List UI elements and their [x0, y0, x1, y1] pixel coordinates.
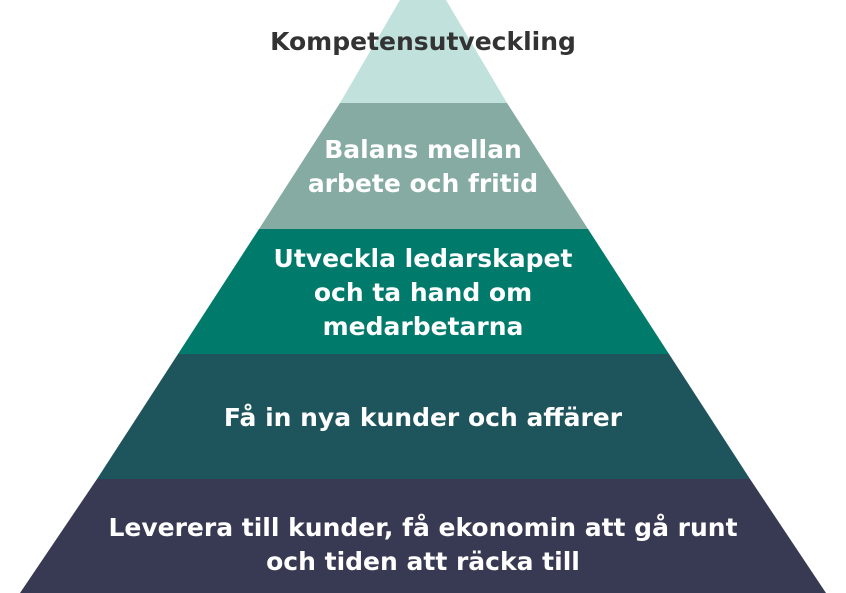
- tier-label-1: Kompetensutveckling: [270, 27, 576, 56]
- pyramid-tier-3: [178, 229, 669, 354]
- tier-label-5: Leverera till kunder, få ekonomin att gå…: [108, 513, 738, 576]
- pyramid-tier-1: [340, 0, 507, 103]
- pyramid-tier-4: [97, 354, 750, 479]
- pyramid-tier-5: [20, 479, 826, 593]
- tier-label-2: Balans mellan arbete och fritid: [307, 135, 539, 198]
- pyramid-tier-2: [259, 103, 588, 229]
- tier-label-4: Få in nya kunder och affärer: [223, 403, 623, 432]
- tier-label-3: Utveckla ledarskapet och ta hand om meda…: [273, 244, 573, 341]
